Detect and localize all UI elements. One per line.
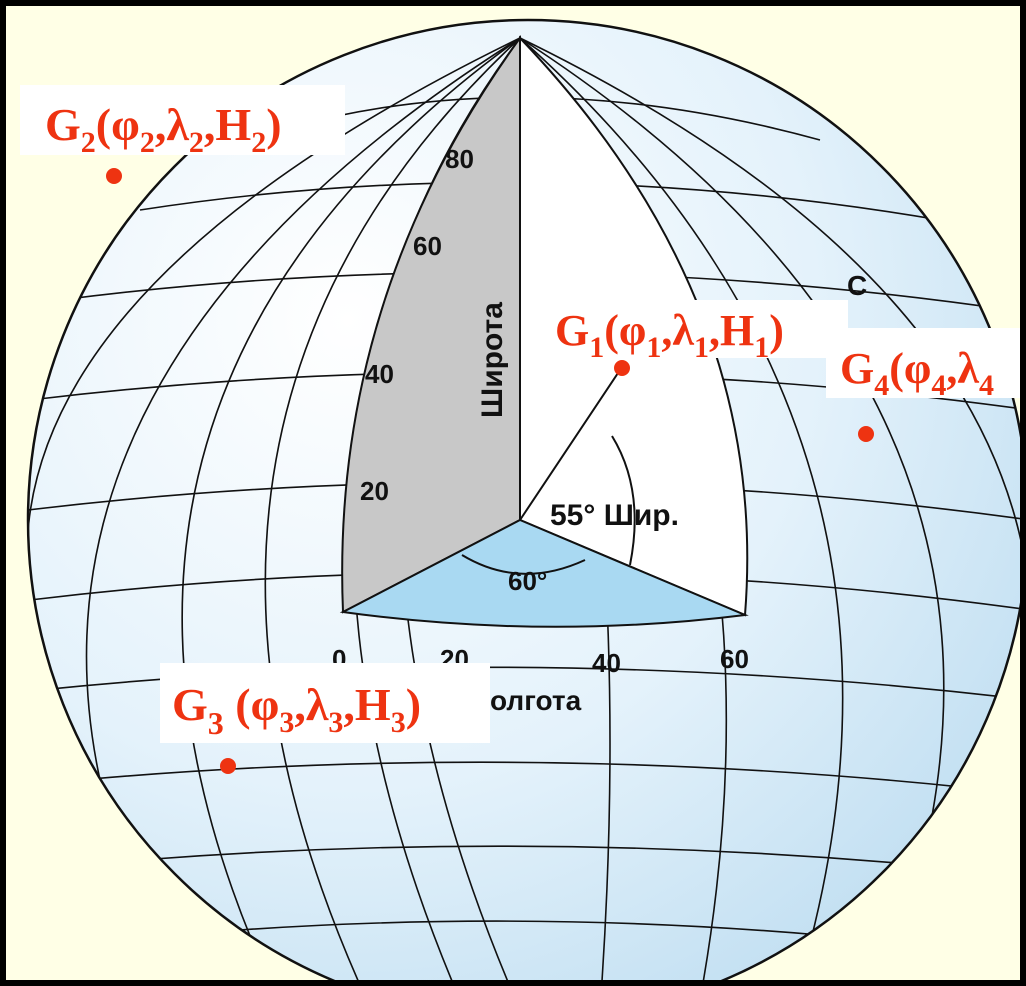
point-g2: G2(φ2,λ2,H2) <box>20 85 345 184</box>
latitude-cutaway-plane <box>341 34 521 614</box>
meridian-line <box>28 37 521 681</box>
svg-text:G4(φ4,λ4: G4(φ4,λ4 <box>840 344 994 402</box>
meridian-line <box>519 37 844 980</box>
meridian-line <box>519 37 1020 861</box>
latitude-radius-line <box>519 369 621 521</box>
diagram-frame: 80 60 40 20 Широта 0 20 40 60 олгота 55°… <box>6 6 1020 980</box>
parallel-line <box>79 761 991 791</box>
parallel-line <box>139 845 921 866</box>
meridian-line <box>519 37 945 941</box>
meridian-line <box>264 37 521 980</box>
meridian-line <box>85 37 521 781</box>
latitude-tick: 20 <box>360 476 389 506</box>
latitude-axis-label: Широта <box>476 302 509 418</box>
point-g4: G4(φ4,λ4 <box>826 328 1020 442</box>
longitude-tick: 40 <box>592 648 621 678</box>
globe-diagram: 80 60 40 20 Широта 0 20 40 60 олгота 55°… <box>20 18 1020 980</box>
latitude-tick: 80 <box>445 144 474 174</box>
point-g3: G3 (φ3,λ3,H3) <box>160 663 490 774</box>
svg-text:G1(φ1,λ1,H1): G1(φ1,λ1,H1) <box>555 306 784 364</box>
latitude-tick: 40 <box>365 359 394 389</box>
parallel-line <box>239 920 821 936</box>
latitude-tick: 60 <box>413 231 442 261</box>
point-g1: G1(φ1,λ1,H1) <box>548 300 848 376</box>
longitude-angle-label: 60° <box>508 566 547 596</box>
svg-text:G3 (φ3,λ3,H3): G3 (φ3,λ3,H3) <box>172 679 421 741</box>
svg-text:G2(φ2,λ2,H2): G2(φ2,λ2,H2) <box>45 99 282 159</box>
meridian-line <box>181 37 521 961</box>
partial-label: С <box>847 270 867 301</box>
latitude-angle-label: 55° Шир. <box>550 499 679 532</box>
latitude-angle-arc <box>611 435 636 566</box>
longitude-axis-label: олгота <box>490 685 582 716</box>
longitude-tick: 60 <box>720 644 749 674</box>
longitude-angle-arc <box>461 554 586 575</box>
